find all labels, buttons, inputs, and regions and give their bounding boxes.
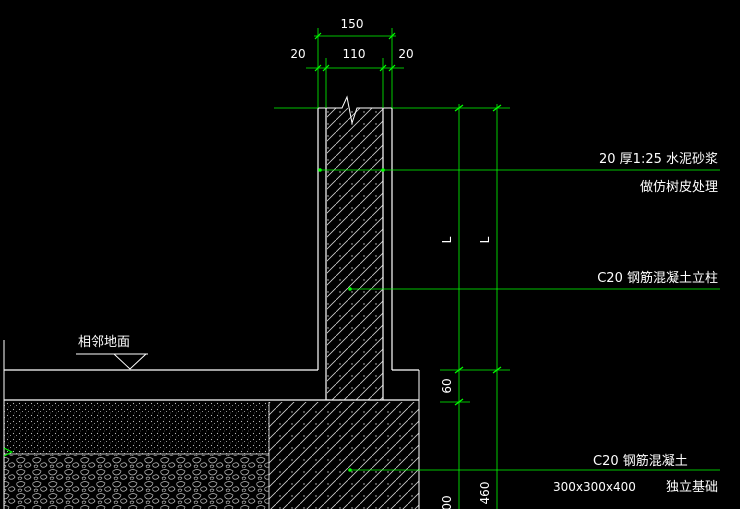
gravel-layer bbox=[4, 402, 269, 454]
rubble-layer bbox=[4, 455, 269, 509]
dim-right-offset: 20 bbox=[398, 47, 413, 61]
dim-inner-width: 110 bbox=[343, 47, 366, 61]
annotation-column-spec: C20 钢筋混凝土立柱 bbox=[597, 270, 718, 286]
annotation-footing-name: 独立基础 bbox=[666, 480, 718, 495]
dim-length-a: L bbox=[440, 236, 454, 243]
annotation-bark-finish: 做仿树皮处理 bbox=[640, 180, 718, 195]
dim-length-b: L bbox=[478, 236, 492, 243]
break-line-symbol bbox=[318, 95, 392, 125]
edge-break-mark bbox=[3, 447, 14, 457]
ground-level-triangle-icon bbox=[112, 353, 148, 370]
annotation-concrete-spec: C20 钢筋混凝土 bbox=[593, 453, 688, 469]
ground-label: 相邻地面 bbox=[78, 335, 130, 350]
leader-dots bbox=[318, 168, 385, 472]
annotation-mortar: 20 厚1:25 水泥砂浆 bbox=[599, 152, 718, 167]
leader-lines bbox=[320, 169, 720, 471]
dim-foundation-depth: 460 bbox=[478, 482, 492, 505]
footing-hatch bbox=[269, 402, 419, 509]
right-dimensions: L L 60 460 00 bbox=[274, 104, 510, 509]
dim-left-offset: 20 bbox=[290, 47, 305, 61]
dim-bottom-partial: 00 bbox=[440, 495, 454, 509]
column bbox=[317, 95, 393, 400]
top-dimensions: 150 20 110 20 bbox=[290, 17, 414, 108]
dim-base-gap: 60 bbox=[440, 378, 454, 393]
ground-level-marker: 相邻地面 bbox=[76, 335, 148, 370]
dim-ticks bbox=[314, 32, 396, 72]
annotation-footing-size: 300x300x400 bbox=[553, 480, 636, 494]
ground-and-foundation bbox=[3, 340, 420, 509]
dim-total-width: 150 bbox=[341, 17, 364, 31]
vertical-dim-ticks bbox=[454, 104, 502, 406]
column-core-hatch bbox=[327, 108, 383, 400]
